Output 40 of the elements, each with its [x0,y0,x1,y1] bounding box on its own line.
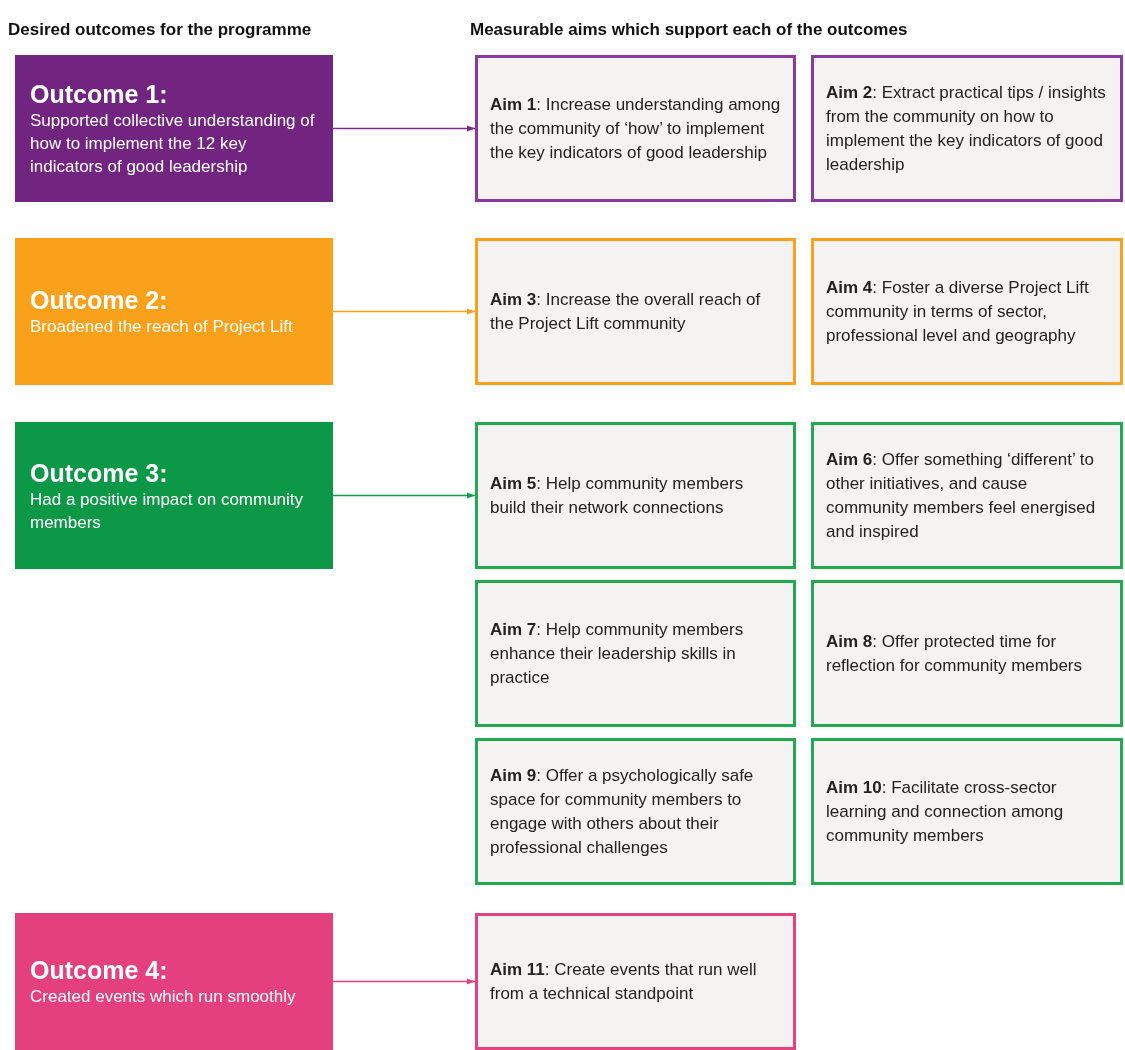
outcome-title: Outcome 2: [30,285,169,315]
aim-text: Aim 9: Offer a psychologically safe space for community members to engage with others about their professional challenges [490,764,755,859]
outcome-title: Outcome 3: [30,457,169,488]
aim-text: Aim 3: Increase the overall reach of the Project Lift community [490,288,762,335]
aim-text: Aim 5: Help community members build their network connections [490,472,745,519]
aim-box [475,738,796,885]
outcome-box [15,422,333,569]
outcome-box [15,238,333,385]
outcome-title: Outcome 1: [30,79,169,109]
outcome-description: Supported collective understanding of how to implement the 12 key indicators of good leadership [30,110,316,178]
aim-text: Aim 1: Increase understanding among the community of ‘how’ to implement the key indicators of good leadership [490,93,781,164]
outcome-description: Had a positive impact on community members [30,488,305,534]
arrow [332,308,476,315]
aim-box [475,580,796,727]
aim-text: Aim 11: Create events that run well from a technical standpoint [490,958,758,1005]
aim-text: Aim 4: Foster a diverse Project Lift community in terms of sector, professional level and geography [826,276,1090,347]
aim-box [811,55,1123,202]
aim-text: Aim 7: Help community members enhance their leadership skills in practice [490,618,745,689]
column-heading: Measurable aims which support each of the outcomes [470,19,908,41]
aim-box [811,422,1123,569]
aim-box [475,55,796,202]
outcome-box [15,913,333,1050]
aim-text: Aim 8: Offer protected time for reflection for community members [826,630,1084,677]
aim-text: Aim 6: Offer something ‘different’ to other initiatives, and cause community members feel energised and inspired [826,448,1097,543]
outcome-description: Broadened the reach of Project Lift [30,316,294,338]
outcome-box [15,55,333,202]
arrow [332,125,476,132]
aim-box [475,238,796,385]
outcome-title: Outcome 4: [30,955,169,985]
column-heading: Desired outcomes for the programme [8,19,312,41]
aim-box [811,238,1123,385]
aim-box [811,738,1123,885]
aim-box [475,422,796,569]
aim-text: Aim 10: Facilitate cross-sector learning and connection among community members [826,776,1065,847]
aim-text: Aim 2: Extract practical tips / insights from the community on how to implement the key indicators of good leadership [826,81,1107,176]
aim-box [811,580,1123,727]
outcome-description: Created events which run smoothly [30,986,297,1008]
arrow [332,492,476,499]
arrow [332,978,476,985]
aim-box [475,913,796,1050]
